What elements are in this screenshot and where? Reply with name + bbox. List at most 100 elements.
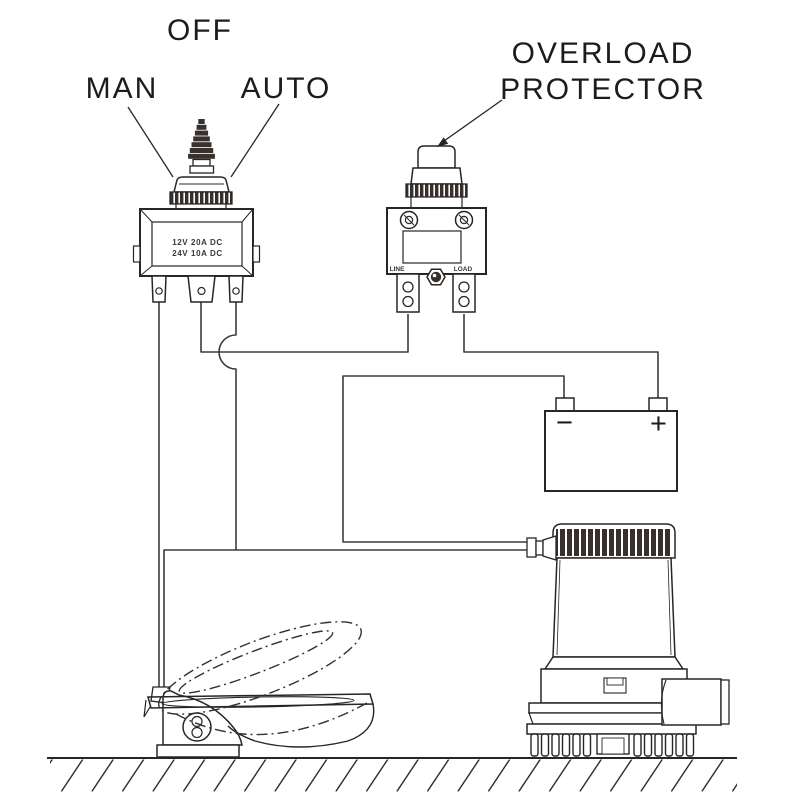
switch-side-clip [252, 245, 261, 263]
battery-negative-symbol: − [556, 407, 573, 439]
arrow-head [437, 137, 449, 147]
terminal-hole [458, 295, 470, 308]
switch-rating-line1: 12V 20A DC [172, 238, 223, 247]
strainer-center-tab-inner [601, 737, 625, 755]
protector-screw-left [399, 210, 419, 230]
strainer-tooth [572, 733, 581, 757]
strainer-tooth [654, 733, 663, 757]
wire-man-terminal-with-hop [218, 302, 237, 550]
pump-cable-connector [526, 535, 557, 561]
float-plate-beak [143, 699, 151, 718]
raised-float-outline [158, 621, 362, 715]
lever-segment [198, 119, 205, 124]
three-way-switch: 12V 20A DC 24V 10A DC [132, 119, 261, 303]
float-body-raised-position [158, 621, 368, 736]
strainer-tooth [643, 733, 653, 757]
pump-detail-box-inner [606, 677, 624, 686]
protector-knurled-ring [405, 183, 468, 198]
battery-positive-symbol: + [650, 408, 667, 440]
lever-segment [194, 130, 209, 136]
pump-strainer [530, 733, 695, 757]
label-overload-protector: OVERLOAD PROTECTOR [498, 36, 708, 108]
man-leader-line [127, 106, 174, 178]
switch-chamfer [241, 265, 254, 277]
connector-cone [542, 535, 557, 561]
hex-nut-highlight [432, 273, 437, 278]
switch-lever [188, 119, 215, 174]
battery: − + [544, 397, 678, 492]
switch-side-clip [132, 245, 141, 263]
pivot-hole [191, 726, 203, 739]
strainer-tooth [530, 733, 539, 757]
strainer-tooth [540, 733, 550, 757]
switch-knurled-nut [169, 191, 233, 205]
pipe-junction-curve [660, 679, 667, 725]
strainer-tooth [551, 733, 560, 757]
bilge-pump [526, 523, 730, 757]
hex-nut-center [430, 271, 442, 283]
protector-terminal-line [396, 273, 420, 313]
pump-shoulder [543, 656, 685, 670]
pipe-body [661, 678, 722, 726]
terminal-hole [402, 295, 414, 308]
protector-pointer-arrow [437, 99, 503, 147]
pump-body-edge [667, 559, 672, 656]
strainer-tooth [685, 733, 695, 757]
wire-center-terminal-to-protector [200, 302, 409, 353]
float-base-plate [156, 744, 240, 758]
protector-screw-right [454, 210, 474, 230]
switch-terminal-center [187, 275, 216, 303]
protector-hex-nut [426, 268, 446, 286]
lever-segment [191, 142, 212, 148]
protector-line-label: LINE [390, 266, 405, 273]
terminal-hole [197, 286, 206, 296]
wire-battery-negative-to-pump [342, 375, 565, 543]
raised-float-inner-oval [178, 630, 334, 694]
terminal-hole [155, 287, 163, 295]
arrow-shaft [443, 99, 503, 142]
label-overload-line1: OVERLOAD [511, 37, 695, 70]
switch-chamfer [241, 208, 254, 223]
switch-rating-line2: 24V 10A DC [172, 249, 223, 258]
label-overload-line2: PROTECTOR [500, 73, 706, 106]
auto-leader-line [230, 103, 280, 178]
switch-terminal-auto [151, 275, 167, 303]
battery-case [544, 410, 678, 492]
lever-segment [189, 148, 214, 153]
connector-ferrule [526, 537, 537, 558]
wires [158, 302, 659, 690]
strainer-tooth [561, 733, 571, 757]
protector-reset-button [417, 145, 456, 169]
lever-neck-lower [189, 165, 215, 174]
wire-protector-to-battery-positive [463, 314, 659, 399]
label-auto: AUTO [240, 72, 332, 105]
strainer-tooth [582, 733, 592, 757]
protector-collar [410, 196, 463, 209]
lever-segment [188, 153, 215, 159]
protector-label-plate [402, 230, 462, 264]
pump-cap-ribs [556, 529, 672, 556]
label-off: OFF [167, 14, 233, 47]
pump-outlet-pipe [660, 678, 730, 726]
switch-leader-lines [127, 103, 280, 178]
float-switch [143, 621, 375, 758]
wire-float-switch-to-pump [163, 549, 529, 690]
ground [47, 757, 737, 792]
screw-slot [403, 214, 415, 226]
label-man: MAN [85, 72, 159, 105]
switch-chamfer [139, 208, 153, 223]
overload-protector: LINE LOAD [386, 145, 487, 313]
screw-slot [458, 214, 470, 226]
strainer-tooth [664, 733, 674, 757]
switch-body-inset [151, 221, 243, 267]
pump-motor-body [552, 557, 676, 658]
connector-ferrule [535, 540, 544, 556]
strainer-tooth [633, 733, 642, 757]
protector-terminal-load [452, 273, 476, 313]
protector-button-base [410, 167, 463, 185]
switch-chamfer [139, 265, 153, 277]
lever-neck-upper [192, 158, 211, 167]
terminal-hole [402, 281, 414, 293]
